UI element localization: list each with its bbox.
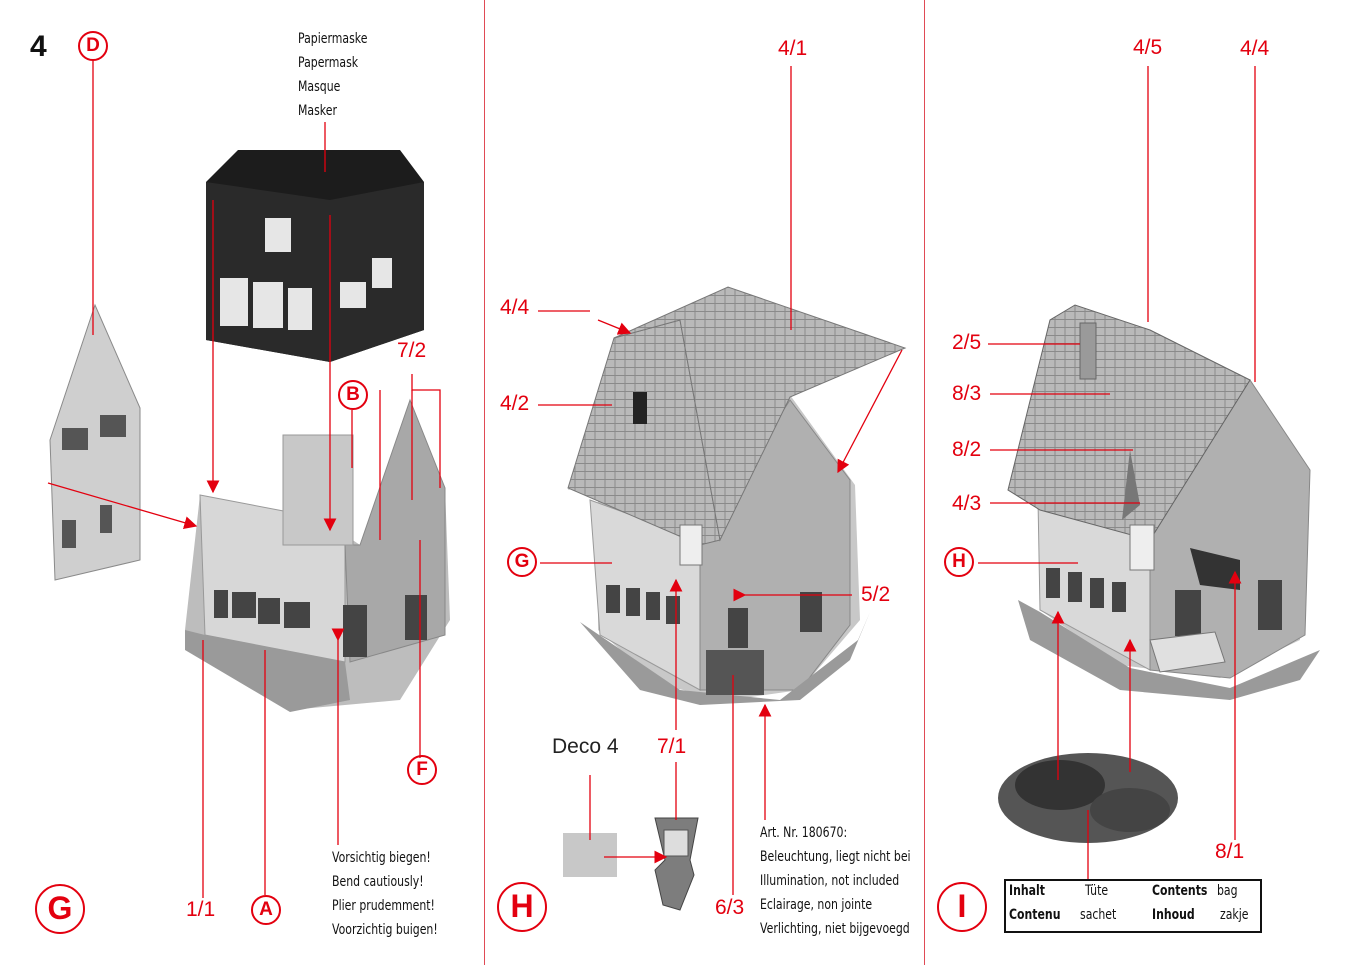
part-label-6-3: 6/3 xyxy=(715,896,745,919)
part-label-7-1: 7/1 xyxy=(657,735,687,758)
part-label-5-2: 5/2 xyxy=(861,583,891,606)
legend-contenu: Contenu xyxy=(1009,907,1061,923)
mask-caption-fr: Masque xyxy=(298,79,341,95)
part-label-4-5: 4/5 xyxy=(1133,36,1163,59)
legend-tuete: Tüte xyxy=(1085,883,1109,899)
contents-legend: Inhalt Tüte Contents bag Contenu sachet … xyxy=(1004,879,1262,933)
bend-caption-de: Vorsichtig biegen! xyxy=(332,850,431,866)
part-label-4-1: 4/1 xyxy=(778,37,808,60)
paper-mask xyxy=(206,150,424,362)
step-circle-h: H xyxy=(497,882,547,932)
gable-wall-part xyxy=(49,303,141,581)
house-body-walls xyxy=(185,398,450,712)
part-label-4-2: 4/2 xyxy=(500,392,530,415)
panel-divider-left xyxy=(484,0,485,965)
legend-contents: Contents xyxy=(1152,883,1208,899)
page-number: 4 xyxy=(30,30,47,63)
mask-caption: Papiermaske Papermask Masque Masker xyxy=(298,27,367,123)
part-label-1-1: 1/1 xyxy=(186,898,216,921)
bend-caption-fr: Plier prudemment! xyxy=(332,898,435,914)
callout-circle-g: G xyxy=(507,547,537,577)
house-assembled-h xyxy=(567,286,907,705)
legend-inhalt: Inhalt xyxy=(1009,883,1045,899)
house-finished-i xyxy=(1007,304,1320,700)
article-caption-fr: Eclairage, non jointe xyxy=(760,897,873,913)
deco-label: Deco 4 xyxy=(552,735,619,758)
part-label-4-3: 4/3 xyxy=(952,492,982,515)
mask-caption-de: Papiermaske xyxy=(298,31,368,47)
part-label-8-1: 8/1 xyxy=(1215,840,1245,863)
part-label-8-3: 8/3 xyxy=(952,382,982,405)
part-label-8-2: 8/2 xyxy=(952,438,982,461)
article-caption-de: Beleuchtung, liegt nicht bei xyxy=(760,849,911,865)
legend-inhoud: Inhoud xyxy=(1152,907,1195,923)
deco-panel-piece xyxy=(563,833,617,877)
legend-zakje: zakje xyxy=(1220,907,1249,923)
mask-caption-en: Papermask xyxy=(298,55,359,71)
foliage-material xyxy=(998,753,1178,843)
legend-sachet: sachet xyxy=(1080,907,1117,923)
panel-divider-right xyxy=(924,0,925,965)
callout-circle-h: H xyxy=(944,547,974,577)
lantern-part xyxy=(654,817,699,911)
part-label-2-5: 2/5 xyxy=(952,331,982,354)
bend-caption-nl: Voorzichtig buigen! xyxy=(332,922,438,938)
bend-caption-en: Bend cautiously! xyxy=(332,874,424,890)
article-caption: Art. Nr. 180670: Beleuchtung, liegt nich… xyxy=(760,821,911,941)
article-number: Art. Nr. 180670: xyxy=(760,825,848,841)
step-circle-i: I xyxy=(937,882,987,932)
part-label-4-4: 4/4 xyxy=(500,296,530,319)
part-label-7-2: 7/2 xyxy=(397,339,427,362)
callout-circle-f: F xyxy=(407,755,437,785)
callout-circle-d: D xyxy=(78,31,108,61)
callout-circle-a: A xyxy=(251,895,281,925)
step-circle-g: G xyxy=(35,884,85,934)
callout-circle-b: B xyxy=(338,380,368,410)
article-caption-nl: Verlichting, niet bijgevoegd xyxy=(760,921,910,937)
legend-bag: bag xyxy=(1217,883,1238,899)
article-caption-en: Illumination, not included xyxy=(760,873,900,889)
bend-caption: Vorsichtig biegen! Bend cautiously! Plie… xyxy=(332,846,438,942)
mask-caption-nl: Masker xyxy=(298,103,337,119)
part-label-4-4-i: 4/4 xyxy=(1240,37,1270,60)
